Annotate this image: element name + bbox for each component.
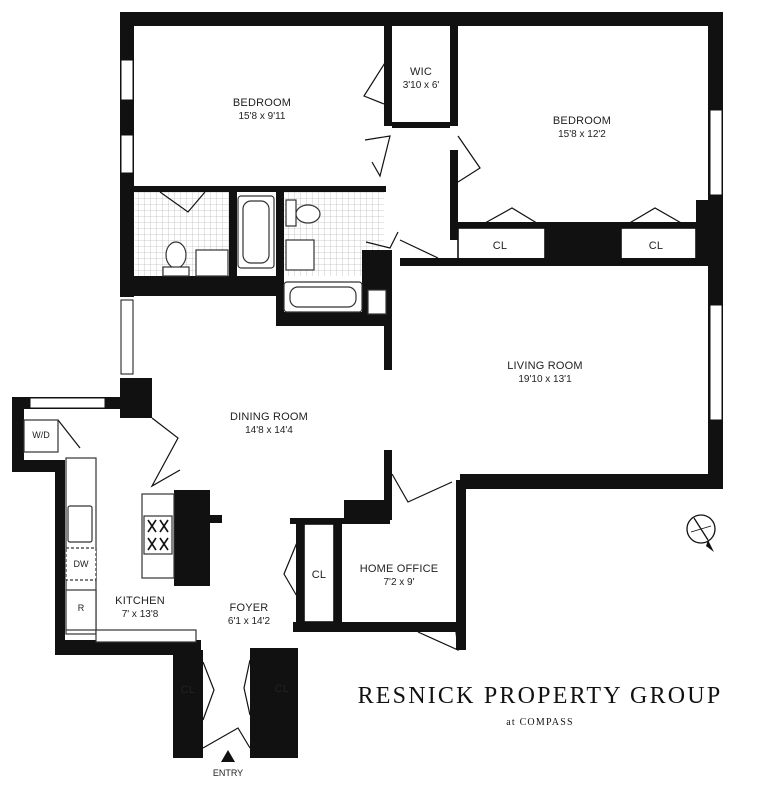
room-name: DINING ROOM: [230, 411, 308, 423]
doors: [57, 57, 691, 749]
room-label-kitchen: KITCHEN 7' x 13'8: [115, 595, 165, 620]
room-label-bedroom-1: BEDROOM 15'8 x 9'11: [233, 97, 291, 122]
room-name: KITCHEN: [115, 595, 165, 607]
north-arrow-icon: [686, 514, 716, 552]
closet-label: CL: [181, 684, 195, 696]
room-name: LIVING ROOM: [507, 360, 583, 372]
room-dim: 6'1 x 14'2: [228, 616, 271, 627]
room-label-foyer: FOYER 6'1 x 14'2: [228, 602, 271, 627]
room-label-wic: WIC 3'10 x 6': [403, 66, 440, 91]
entry-label: ENTRY: [213, 768, 243, 778]
room-dim: 7'2 x 9': [383, 577, 414, 588]
brand-name: RESNICK PROPERTY GROUP: [358, 683, 723, 709]
washer-dryer-label: W/D: [32, 430, 50, 440]
dishwasher-label: DW: [74, 559, 89, 569]
room-dim: 7' x 13'8: [122, 609, 159, 620]
room-label-dining-room: DINING ROOM 14'8 x 14'4: [230, 411, 308, 436]
bathroom-fixtures: [162, 195, 387, 315]
room-name: WIC: [410, 66, 432, 78]
room-label-bedroom-2: BEDROOM 15'8 x 12'2: [553, 115, 611, 140]
closet-label: CL: [493, 240, 507, 252]
room-label-home-office: HOME OFFICE 7'2 x 9': [360, 563, 439, 588]
room-name: HOME OFFICE: [360, 563, 439, 575]
windows: [29, 59, 723, 421]
room-dim: 14'8 x 14'4: [245, 425, 293, 436]
room-dim: 19'10 x 13'1: [518, 374, 572, 385]
interior-walls: [134, 26, 710, 630]
room-dim: 3'10 x 6': [403, 80, 440, 91]
refrigerator-label: R: [78, 603, 85, 613]
closet-outlines: [303, 227, 697, 623]
closet-label: CL: [275, 683, 289, 695]
closet-label: CL: [649, 240, 663, 252]
room-dim: 15'8 x 9'11: [238, 111, 285, 122]
room-name: FOYER: [230, 602, 269, 614]
exterior-walls: [12, 12, 723, 758]
room-name: BEDROOM: [233, 97, 291, 109]
room-dim: 15'8 x 12'2: [558, 129, 606, 140]
brand-sub: at COMPASS: [506, 717, 574, 728]
entry-arrow-icon: [221, 750, 235, 762]
room-label-living-room: LIVING ROOM 19'10 x 13'1: [507, 360, 583, 385]
kitchen-fixtures: [23, 419, 197, 643]
closet-label: CL: [312, 569, 326, 581]
room-name: BEDROOM: [553, 115, 611, 127]
